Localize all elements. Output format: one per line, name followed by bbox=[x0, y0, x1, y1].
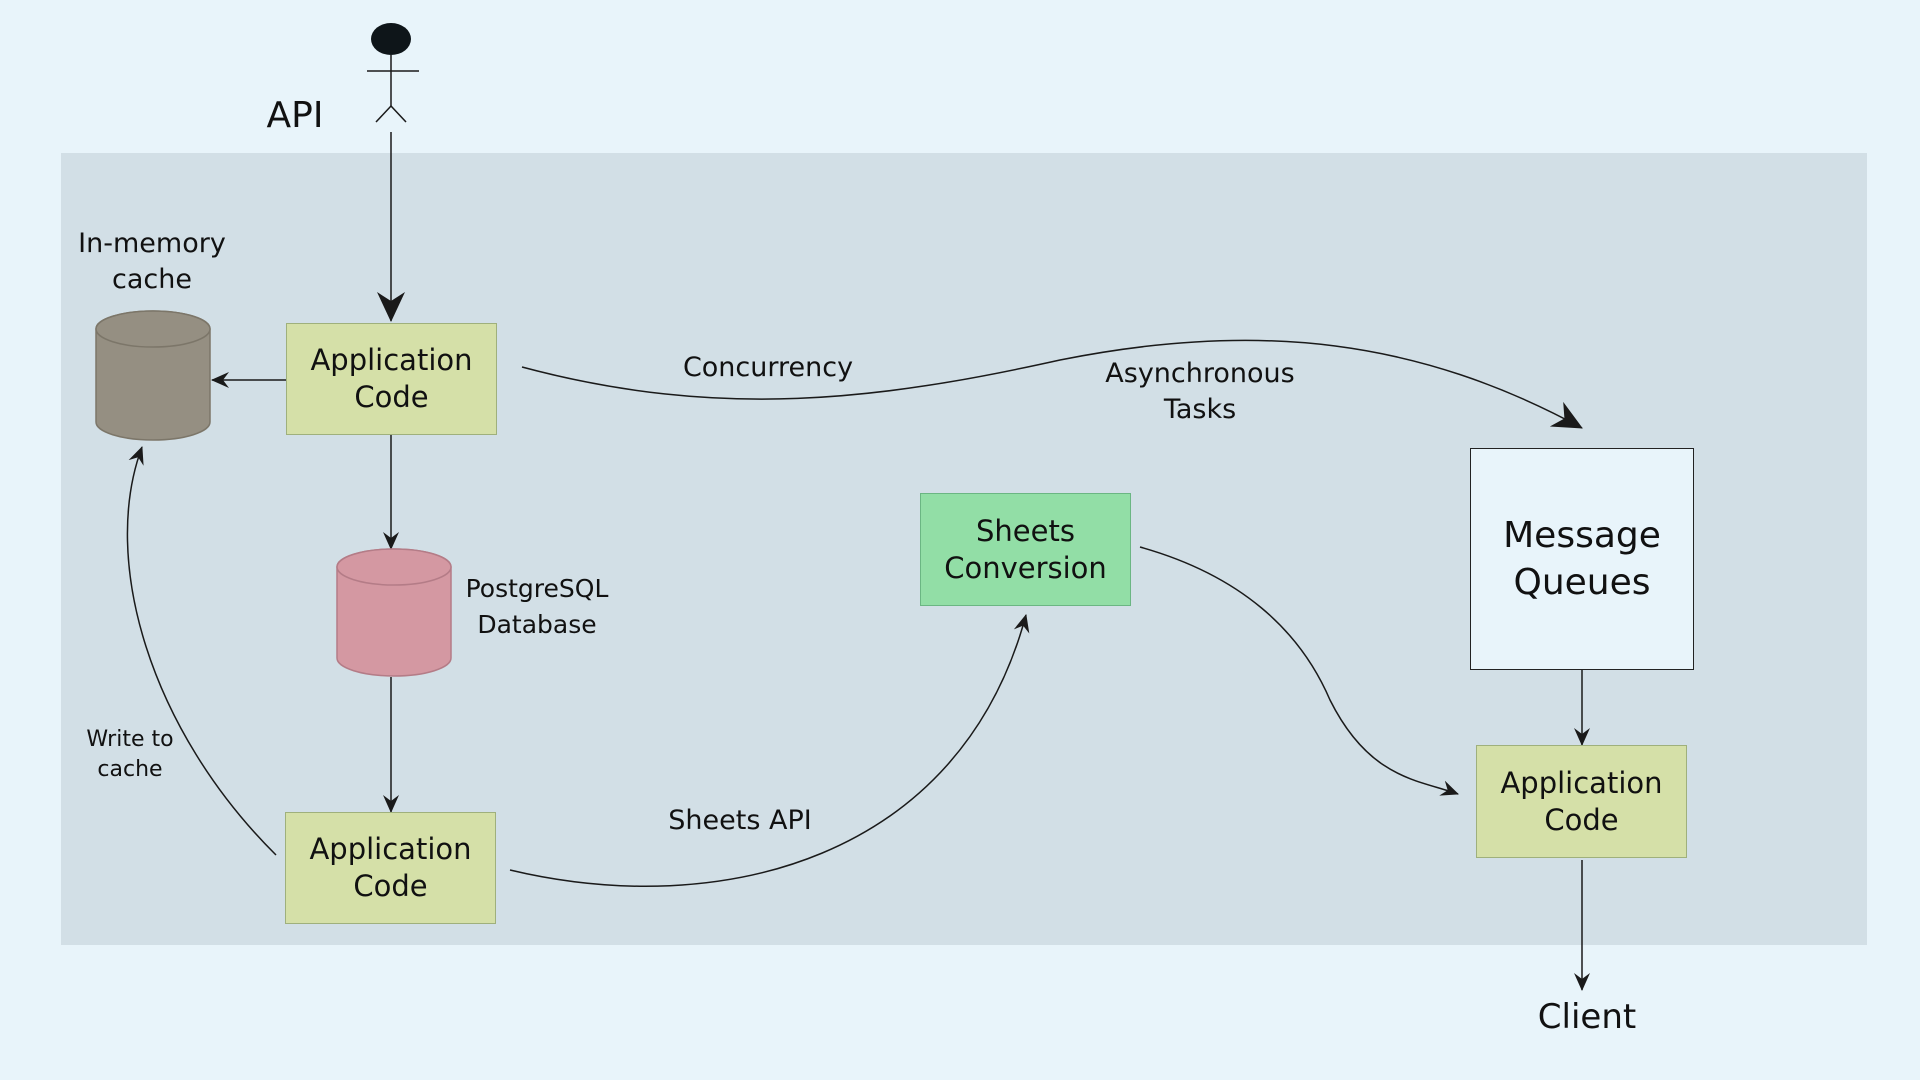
inmemory-cache-label: In-memory cache bbox=[78, 228, 226, 295]
app-code-right-box: Application Code bbox=[1476, 745, 1687, 858]
client-label: Client bbox=[1537, 997, 1637, 1037]
actor-figure bbox=[367, 23, 419, 123]
write-to-cache-label: Write to cache bbox=[86, 727, 174, 782]
sheets-conversion-box: Sheets Conversion bbox=[920, 493, 1131, 606]
edge-concurrency-to-mq bbox=[521, 339, 1583, 429]
message-queues-box: Message Queues bbox=[1470, 448, 1694, 670]
postgres-db-cylinder bbox=[336, 548, 452, 677]
app-code-bottom-box: Application Code bbox=[285, 812, 496, 924]
async-tasks-label: Asynchronous Tasks bbox=[1105, 358, 1295, 425]
edge-write-to-cache bbox=[126, 446, 277, 856]
edge-sheets-to-app-right bbox=[1139, 546, 1459, 796]
edge-sheets-api bbox=[509, 614, 1030, 887]
sheets-api-label: Sheets API bbox=[668, 805, 812, 836]
inmemory-cache-cylinder bbox=[95, 310, 211, 441]
sheets-conversion-label: Sheets Conversion bbox=[944, 513, 1107, 585]
app-code-top-box: Application Code bbox=[286, 323, 497, 435]
message-queues-label: Message Queues bbox=[1503, 515, 1661, 603]
concurrency-label: Concurrency bbox=[682, 352, 854, 383]
app-code-bottom-label: Application Code bbox=[309, 832, 472, 903]
api-actor-label: API bbox=[266, 95, 324, 136]
postgres-db-label: PostgreSQL Database bbox=[465, 574, 609, 639]
app-code-right-label: Application Code bbox=[1500, 765, 1663, 837]
app-code-top-label: Application Code bbox=[310, 343, 473, 414]
